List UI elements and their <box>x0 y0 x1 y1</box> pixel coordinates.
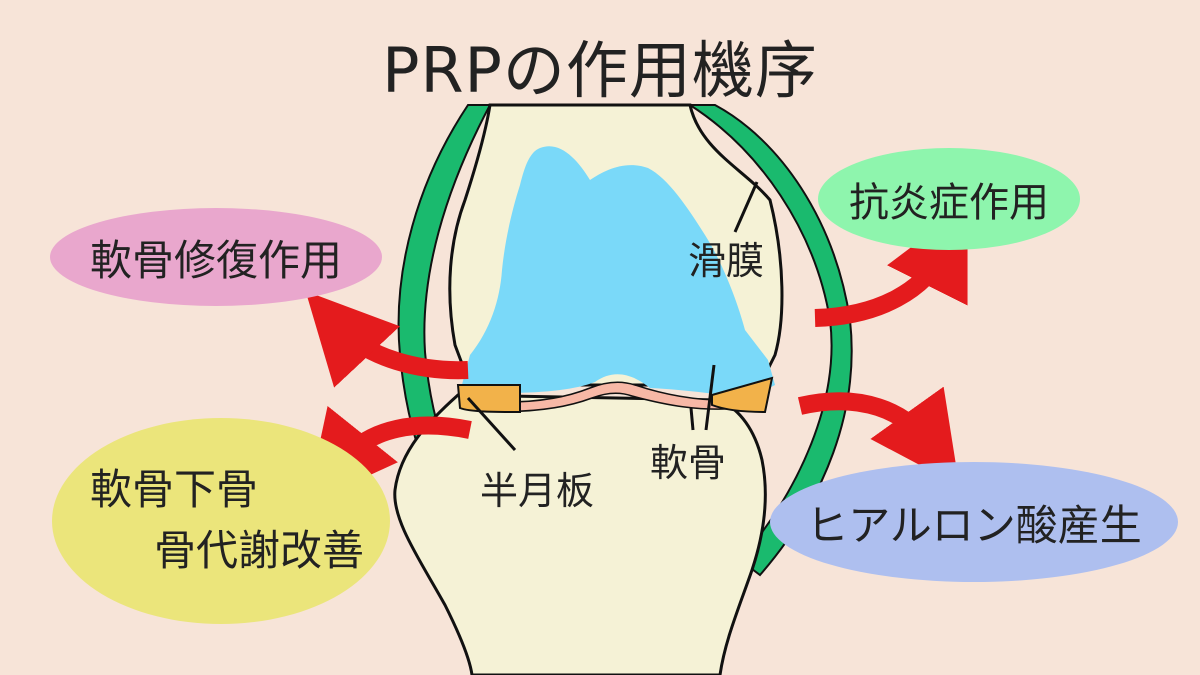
anti-inflammatory-label: 抗炎症作用 <box>849 180 1049 226</box>
subchondral-label-line2: 骨代謝改善 <box>153 526 364 575</box>
meniscus-label: 半月板 <box>480 469 595 513</box>
subchondral-bone-bubble: 軟骨下骨 骨代謝改善 <box>52 418 390 624</box>
meniscus-left <box>456 384 521 414</box>
arrow-to-hyaluronic <box>797 386 960 486</box>
synovium-leader-line <box>733 181 759 233</box>
hyaluronic-acid-bubble: ヒアルロン酸産生 <box>770 462 1178 582</box>
subchondral-label-line1: 軟骨下骨 <box>90 465 259 515</box>
hyaluronic-acid-label: ヒアルロン酸産生 <box>806 500 1142 550</box>
anti-inflammatory-bubble: 抗炎症作用 <box>818 148 1080 250</box>
arrow-to-cartilage-repair <box>305 291 469 388</box>
arrow-to-subchondral <box>306 405 472 505</box>
synovium-label: 滑膜 <box>688 239 765 283</box>
cartilage-leader-line-2 <box>689 407 695 431</box>
meniscus-right <box>711 376 774 414</box>
page-title: PRPの作用機序 <box>382 34 818 107</box>
cartilage-repair-label: 軟骨修復作用 <box>89 235 342 285</box>
synovial-fluid <box>460 146 775 398</box>
cartilage-leader-line <box>704 364 716 431</box>
synovium-right-band <box>686 104 853 577</box>
cartilage-label: 軟骨 <box>650 441 727 485</box>
cartilage-repair-bubble: 軟骨修復作用 <box>50 208 382 306</box>
meniscus-leader-line <box>466 396 517 452</box>
arrow-to-anti-inflammatory <box>814 204 968 327</box>
